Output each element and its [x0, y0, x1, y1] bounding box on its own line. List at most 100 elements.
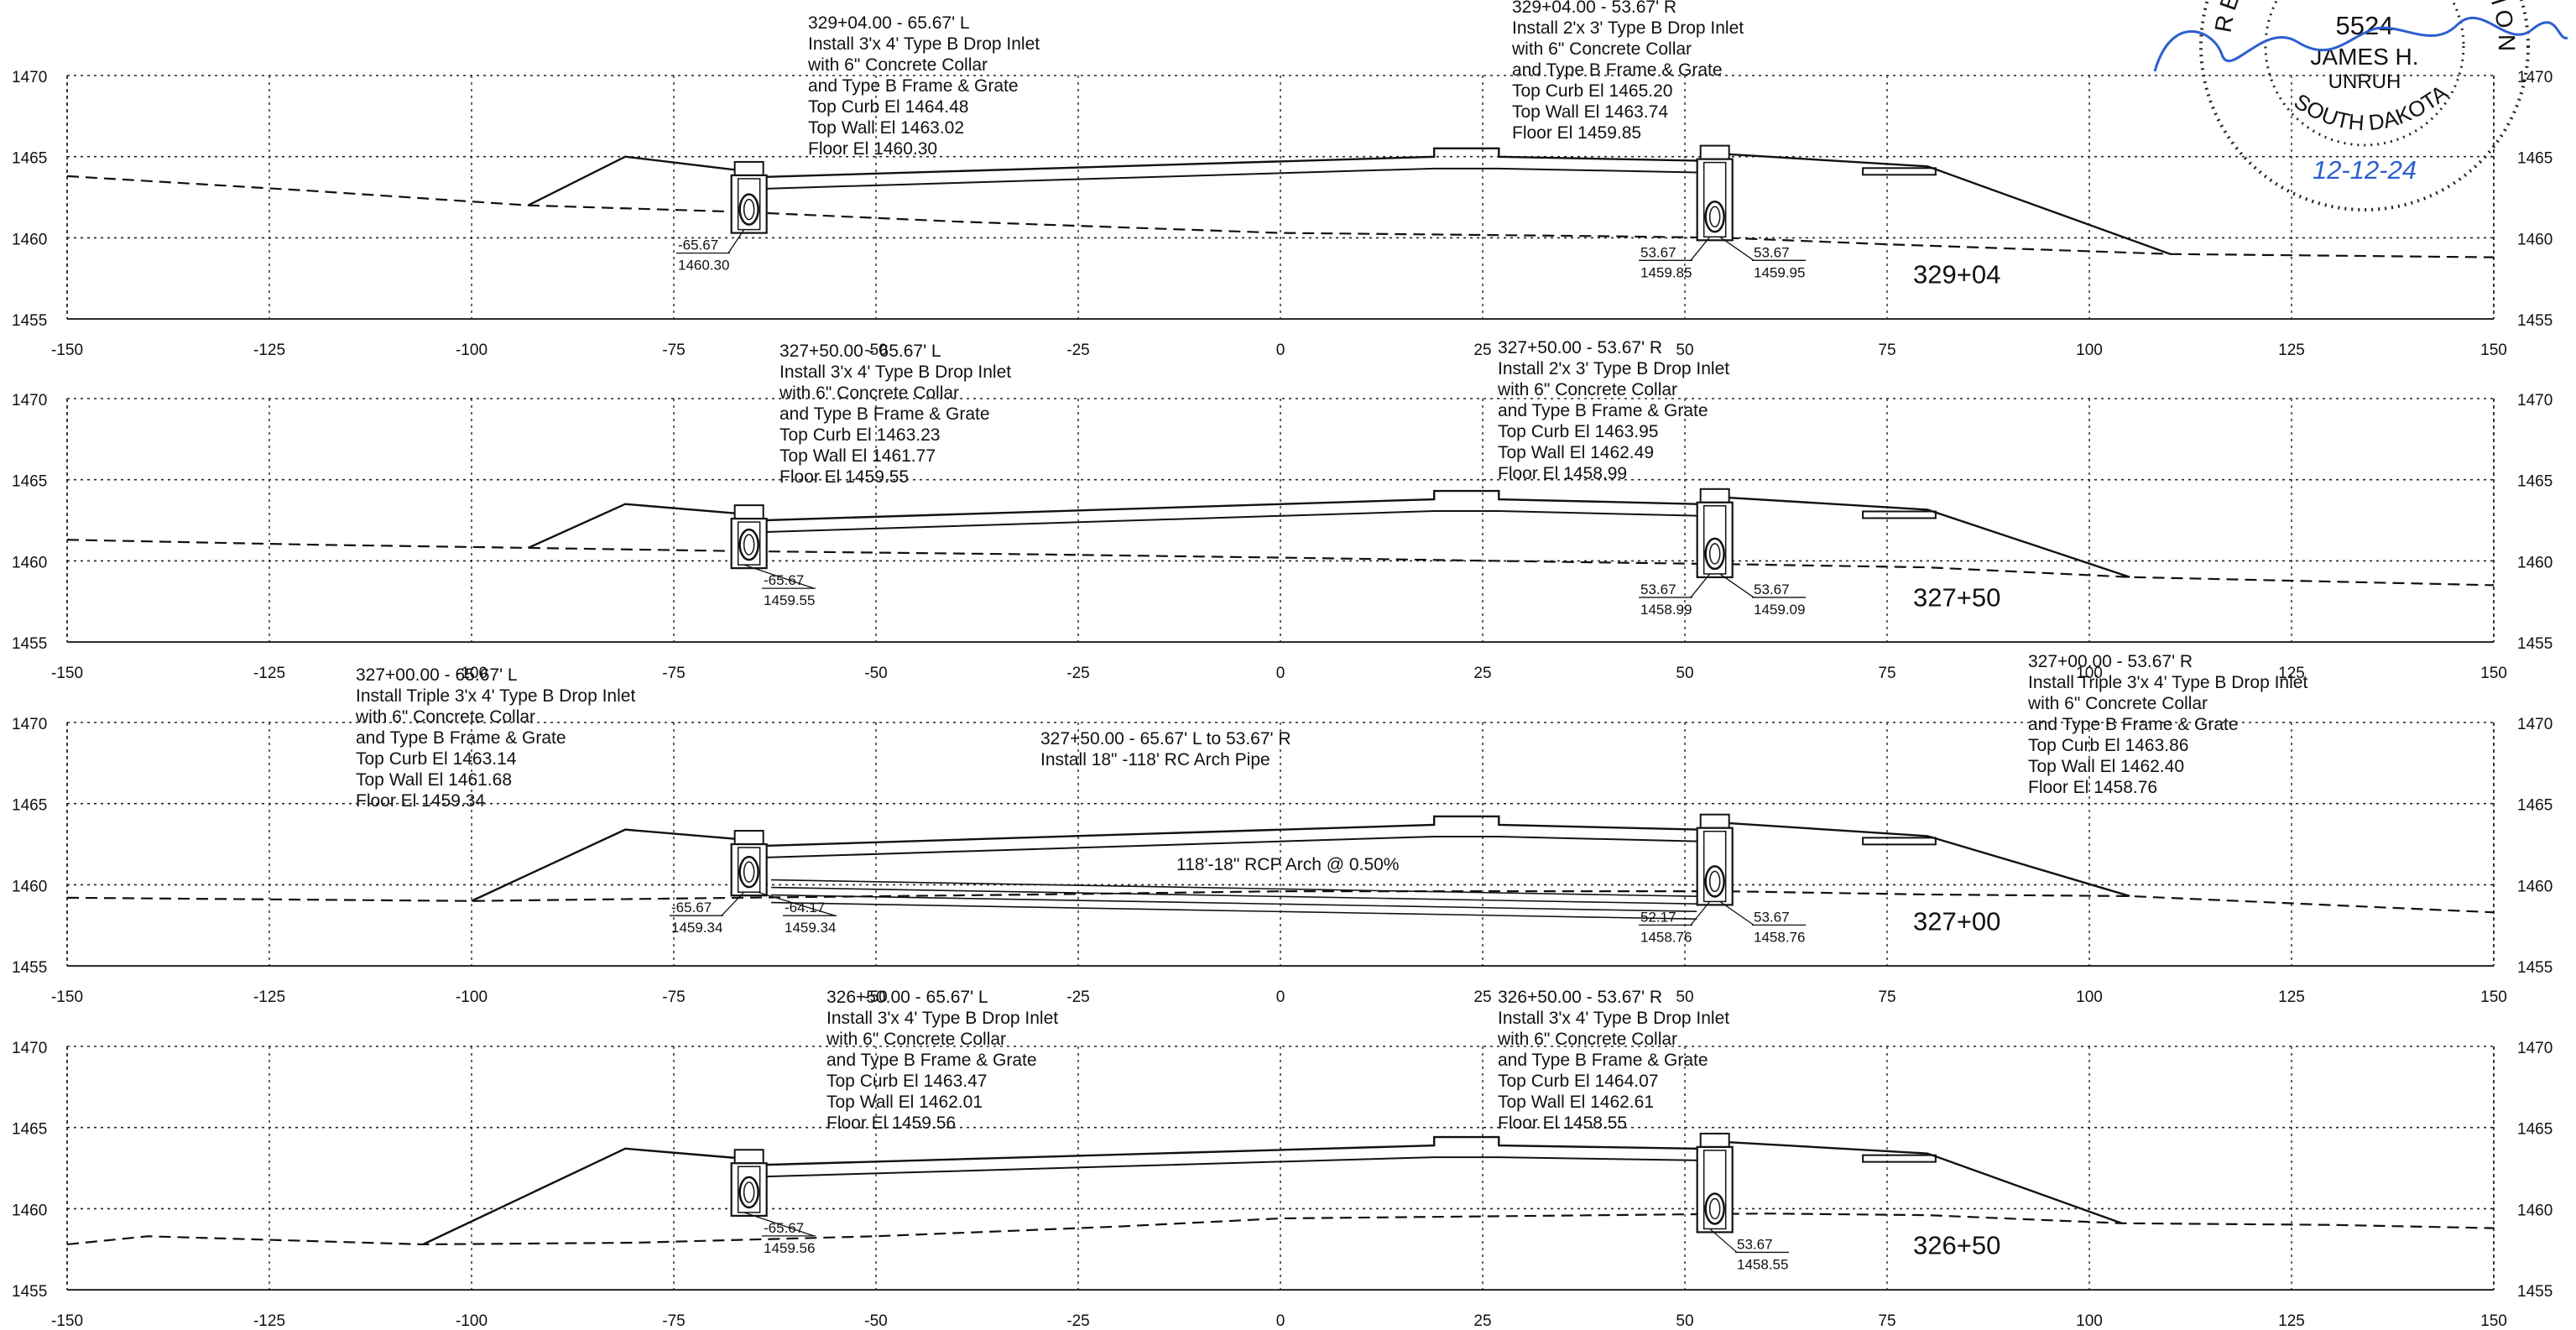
offset-tick-label: -150: [51, 1312, 83, 1330]
left-inlet-callout-line: Top Curb El 1464.48: [808, 97, 968, 117]
station-label: 326+50: [1913, 1231, 2000, 1260]
existing-ground-line: [66, 175, 2495, 258]
pavement-bottom-line: [762, 1156, 1702, 1178]
right-drop-inlet-box: [1696, 1145, 1734, 1234]
left-drop-inlet-box: [730, 174, 768, 234]
offset-dimension: 53.67: [1754, 909, 1790, 925]
offset-tick-label: -100: [456, 988, 488, 1006]
offset-tick-label: -50: [864, 665, 887, 682]
elevation-label-left: 1460: [12, 554, 47, 571]
elevation-dimension: 1459.56: [764, 1240, 815, 1256]
offset-dimension: -65.67: [764, 1220, 804, 1236]
elevation-dimension: 1459.85: [1640, 264, 1692, 280]
left-inlet-callout-line: Floor El 1459.34: [356, 791, 485, 811]
offset-dimension: -65.67: [764, 572, 804, 588]
left-inlet-callout-line: 329+04.00 - 65.67' L: [808, 13, 970, 33]
offset-tick-label: -100: [456, 342, 488, 359]
right-inlet-callout-line: and Type B Frame & Grate: [1498, 1051, 1708, 1070]
offset-dimension: -65.67: [678, 237, 718, 253]
elevation-label-left: 1470: [12, 716, 47, 733]
elevation-dimension: 1458.76: [1754, 929, 1805, 945]
left-drop-inlet-grate: [733, 830, 764, 846]
left-inlet-callout-line: with 6" Concrete Collar: [779, 383, 959, 403]
dimension-leader: [743, 564, 815, 589]
left-inlet-callout-line: Install 3'x 4' Type B Drop Inlet: [780, 362, 1011, 382]
left-drop-inlet-box-inner: [737, 521, 761, 566]
offset-tick-label: 50: [1676, 1312, 1693, 1330]
left-drop-inlet-pipe-opening-inner: [743, 861, 755, 883]
elevation-label-left: 1460: [12, 231, 47, 248]
right-drop-inlet-box-inner: [1703, 505, 1727, 575]
right-inlet-callout-line: 327+50.00 - 53.67' R: [1498, 338, 1662, 357]
offset-tick-label: 150: [2480, 665, 2507, 682]
dimension-leader: [1690, 900, 1711, 926]
left-inlet-callout-line: with 6" Concrete Collar: [807, 55, 988, 75]
seal-name: UNRUH: [2328, 70, 2401, 93]
arch-pipe-line: [771, 879, 1697, 898]
offset-tick-label: 125: [2278, 342, 2305, 359]
offset-tick-label: 100: [2076, 665, 2103, 682]
elevation-label-left: 1455: [12, 1283, 47, 1301]
offset-tick-label: -125: [253, 1312, 285, 1330]
elevation-label-left: 1465: [12, 473, 47, 491]
right-inlet-callout-line: Install 2'x 3' Type B Drop Inlet: [1498, 359, 1729, 378]
elevation-dimension: 1459.34: [785, 920, 836, 936]
pavement-bottom-line: [762, 510, 1702, 534]
right-inlet-callout-line: Floor El 1458.76: [2028, 778, 2157, 797]
offset-tick-label: 25: [1473, 988, 1491, 1006]
offset-tick-label: -25: [1066, 342, 1089, 359]
elevation-label-left: 1455: [12, 635, 47, 653]
left-inlet-callout-line: Top Wall El 1462.01: [827, 1093, 983, 1112]
left-inlet-callout-line: and Type B Frame & Grate: [808, 76, 1019, 96]
offset-tick-label: 50: [1676, 988, 1693, 1006]
proposed-surface-line: [422, 1135, 2122, 1246]
left-inlet-callout-line: Top Curb El 1463.23: [780, 425, 940, 445]
curb-rect: [1862, 167, 1937, 176]
right-drop-inlet-grate: [1699, 488, 1730, 503]
left-inlet-callout-line: Floor El 1460.30: [808, 139, 937, 159]
arch-pipe-line: [771, 901, 1697, 921]
right-drop-inlet-grate: [1699, 144, 1730, 160]
offset-dimension: 53.67: [1754, 244, 1790, 260]
left-drop-inlet-grate: [733, 504, 764, 520]
elevation-label-right: 1465: [2517, 150, 2553, 168]
left-inlet-callout-line: and Type B Frame & Grate: [827, 1051, 1037, 1070]
station-label: 329+04: [1913, 260, 2000, 289]
proposed-surface-line: [471, 815, 2130, 902]
right-drop-inlet-pipe-opening-inner: [1708, 870, 1721, 893]
elevation-label-right: 1470: [2517, 1040, 2553, 1057]
offset-tick-label: -50: [864, 1312, 887, 1330]
elevation-dimension: 1459.09: [1754, 602, 1805, 618]
dimension-leader: [1709, 1228, 1738, 1253]
elevation-label-left: 1465: [12, 150, 47, 168]
dimension-leader: [721, 891, 745, 916]
left-inlet-callout-line: Floor El 1459.55: [780, 467, 909, 487]
elevation-label-right: 1470: [2517, 69, 2553, 86]
right-inlet-callout-line: Install 3'x 4' Type B Drop Inlet: [1498, 1009, 1729, 1028]
left-drop-inlet-box-inner: [737, 1166, 761, 1213]
left-inlet-callout-line: 327+00.00 - 65.67' L: [356, 665, 518, 685]
left-drop-inlet-pipe-opening-inner: [743, 1181, 755, 1203]
right-inlet-callout-line: Top Curb El 1464.07: [1498, 1072, 1658, 1091]
proposed-surface-line: [527, 147, 2171, 255]
offset-dimension: 53.67: [1754, 582, 1790, 597]
left-inlet-callout-line: with 6" Concrete Collar: [826, 1030, 1006, 1049]
right-drop-inlet-pipe-opening: [1704, 537, 1725, 571]
right-inlet-callout-line: Floor El 1458.55: [1498, 1114, 1627, 1133]
offset-tick-label: -75: [662, 665, 685, 682]
left-inlet-callout-line: 327+50.00 - 65.67' L: [780, 342, 941, 361]
offset-tick-label: 75: [1878, 342, 1895, 359]
elevation-label-right: 1470: [2517, 392, 2553, 409]
offset-tick-label: 150: [2480, 342, 2507, 359]
elevation-label-left: 1460: [12, 1202, 47, 1219]
proposed-surface-line: [527, 489, 2130, 578]
left-inlet-callout-line: and Type B Frame & Grate: [356, 728, 566, 748]
left-inlet-callout-line: Top Curb El 1463.14: [356, 749, 517, 769]
right-inlet-callout-line: 327+00.00 - 53.67' R: [2028, 652, 2193, 671]
left-drop-inlet-grate: [733, 160, 764, 176]
dimension-leader: [1719, 900, 1755, 926]
